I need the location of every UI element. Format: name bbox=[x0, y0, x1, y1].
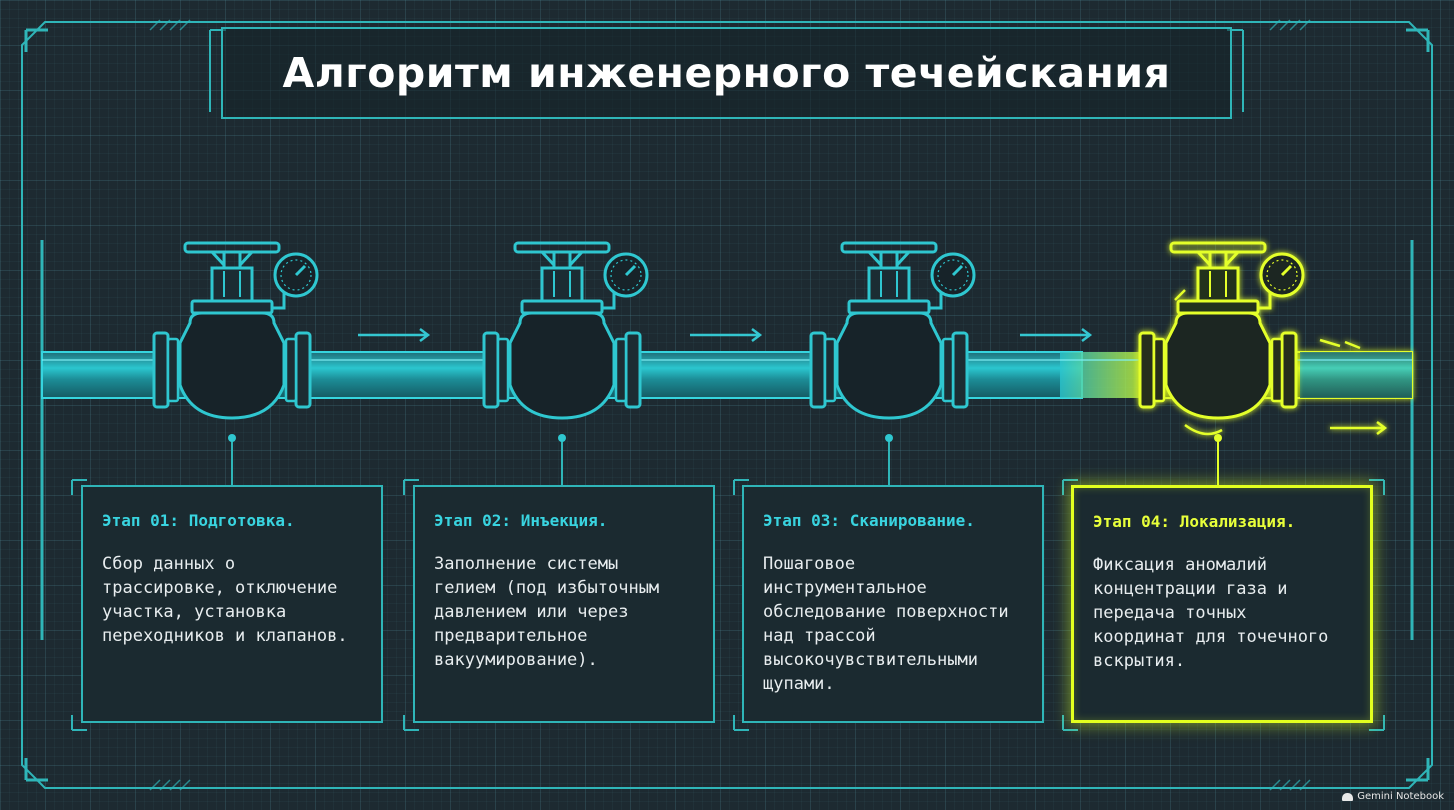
stage-card-3: Этап 03: Сканирование. Пошаговое инструм… bbox=[742, 485, 1044, 723]
outer-frame bbox=[21, 21, 1433, 789]
page-title: Алгоритм инженерного течейскания bbox=[282, 49, 1171, 97]
gemini-logo-icon bbox=[1342, 792, 1354, 801]
valve-handwheel-icon bbox=[152, 241, 319, 420]
stage-heading: Этап 01: Подготовка. bbox=[102, 511, 295, 530]
valve-handwheel-icon bbox=[1138, 241, 1305, 420]
watermark: Gemini Notebook bbox=[1342, 791, 1444, 802]
stage-heading: Этап 04: Локализация. bbox=[1093, 512, 1296, 531]
title-box: Алгоритм инженерного течейскания bbox=[221, 27, 1232, 119]
stage-description: Фиксация аномалий концентрации газа и пе… bbox=[1093, 555, 1329, 671]
stage-description: Заполнение системы гелием (под избыточны… bbox=[434, 554, 660, 670]
stage-description: Сбор данных о трассировке, отключение уч… bbox=[102, 554, 348, 646]
stage-heading: Этап 03: Сканирование. bbox=[763, 511, 975, 530]
valve-handwheel-icon bbox=[809, 241, 976, 420]
stage-card-1: Этап 01: Подготовка. Сбор данных о трасс… bbox=[81, 485, 383, 723]
valve-handwheel-icon bbox=[482, 241, 649, 420]
flow-arrow-icon bbox=[358, 328, 1093, 342]
watermark-text: Gemini Notebook bbox=[1357, 791, 1444, 802]
stage-description: Пошаговое инструментальное обследование … bbox=[763, 554, 1009, 694]
stage-heading: Этап 02: Инъекция. bbox=[434, 511, 608, 530]
stage-card-2: Этап 02: Инъекция. Заполнение системы ге… bbox=[413, 485, 715, 723]
stage-card-4: Этап 04: Локализация. Фиксация аномалий … bbox=[1071, 485, 1373, 723]
